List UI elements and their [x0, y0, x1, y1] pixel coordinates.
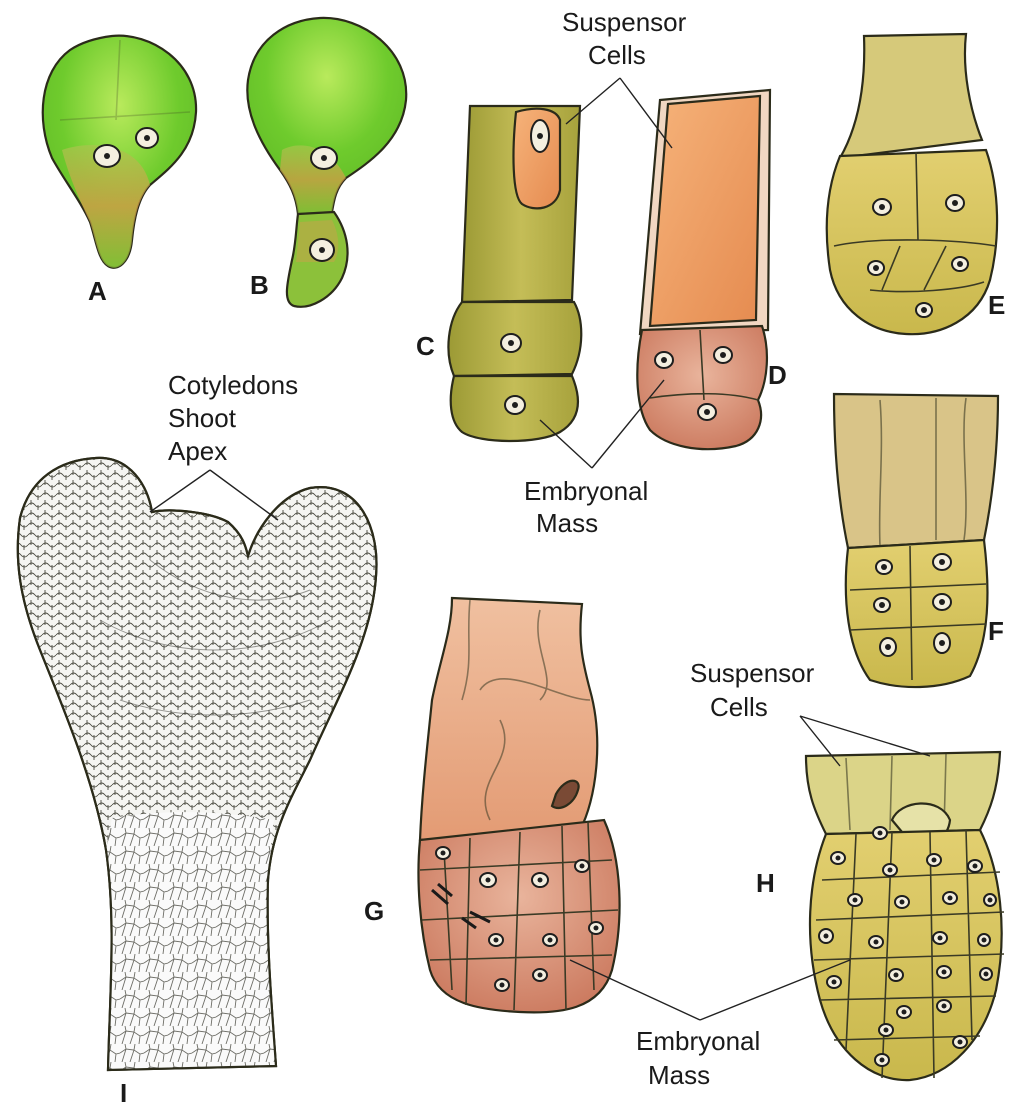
label-cotyledons-shoot-apex: Cotyledons Shoot Apex — [150, 370, 298, 520]
stage-e-embryo — [827, 34, 997, 334]
label-apex: Apex — [168, 436, 227, 466]
stage-label-i: I — [120, 1078, 127, 1108]
label-embryonal-mass-bottom: Embryonal Mass — [570, 960, 850, 1090]
stage-g-embryo — [418, 598, 619, 1012]
stage-a-zygote — [43, 36, 196, 268]
stage-c-proembryo — [448, 106, 581, 441]
stage-i-embryo-tissue — [18, 458, 377, 1070]
stage-label-b: B — [250, 270, 269, 300]
label-embryonal-bottom-line2: Mass — [648, 1060, 710, 1090]
label-suspensor-bottom-line1: Suspensor — [690, 658, 815, 688]
stage-label-e: E — [988, 290, 1005, 320]
label-suspensor-top-line2: Cells — [588, 40, 646, 70]
stage-label-c: C — [416, 331, 435, 361]
stage-h-embryo — [806, 752, 1004, 1080]
label-suspensor-bottom-line2: Cells — [710, 692, 768, 722]
stage-label-f: F — [988, 616, 1004, 646]
label-embryonal-top-line1: Embryonal — [524, 476, 648, 506]
stage-label-h: H — [756, 868, 775, 898]
label-cotyledons: Cotyledons — [168, 370, 298, 400]
stage-label-a: A — [88, 276, 107, 306]
label-embryonal-top-line2: Mass — [536, 508, 598, 538]
stage-label-g: G — [364, 896, 384, 926]
stage-f-embryo — [834, 394, 998, 687]
stage-d-proembryo — [637, 90, 770, 449]
stage-label-d: D — [768, 360, 787, 390]
stage-b-two-celled — [247, 18, 406, 307]
label-suspensor-top-line1: Suspensor — [562, 7, 687, 37]
label-embryonal-bottom-line1: Embryonal — [636, 1026, 760, 1056]
label-shoot: Shoot — [168, 403, 237, 433]
